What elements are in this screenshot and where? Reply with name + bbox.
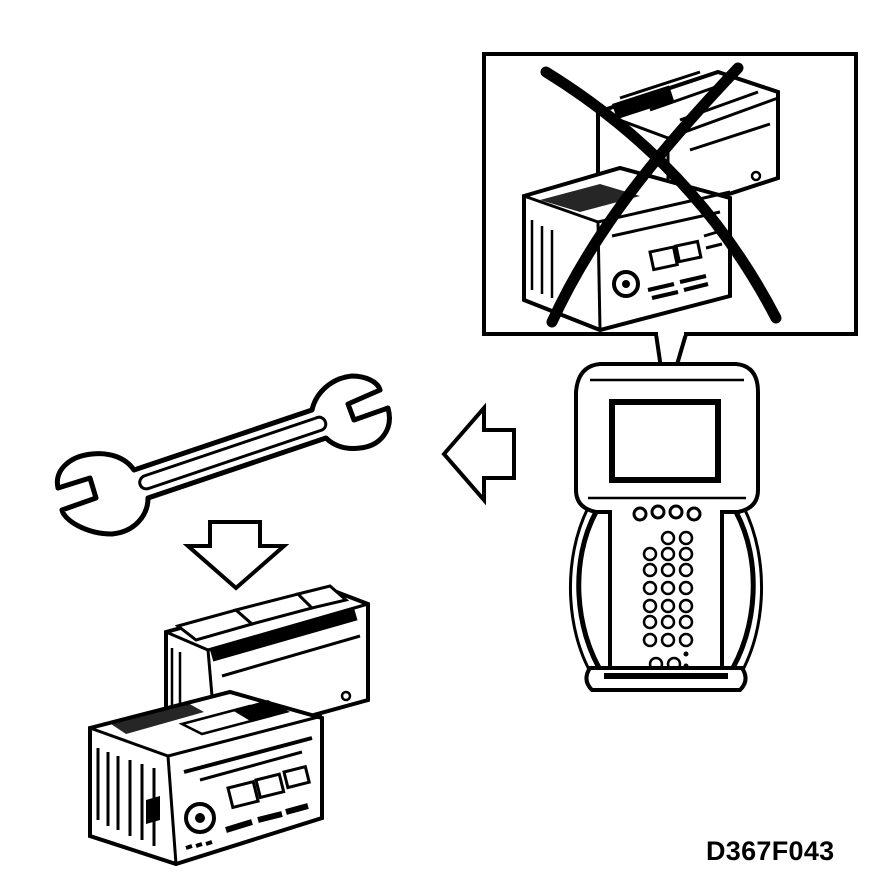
- figure-reference-code: D367F043: [706, 836, 835, 866]
- arrow-down-icon: [182, 520, 290, 591]
- arrow-left-icon: [441, 402, 516, 506]
- scan-tool-icon: [569, 362, 763, 692]
- wrench-icon: [54, 373, 392, 537]
- radio-stack-icon: [88, 584, 370, 867]
- cross-out-icon: [540, 62, 782, 328]
